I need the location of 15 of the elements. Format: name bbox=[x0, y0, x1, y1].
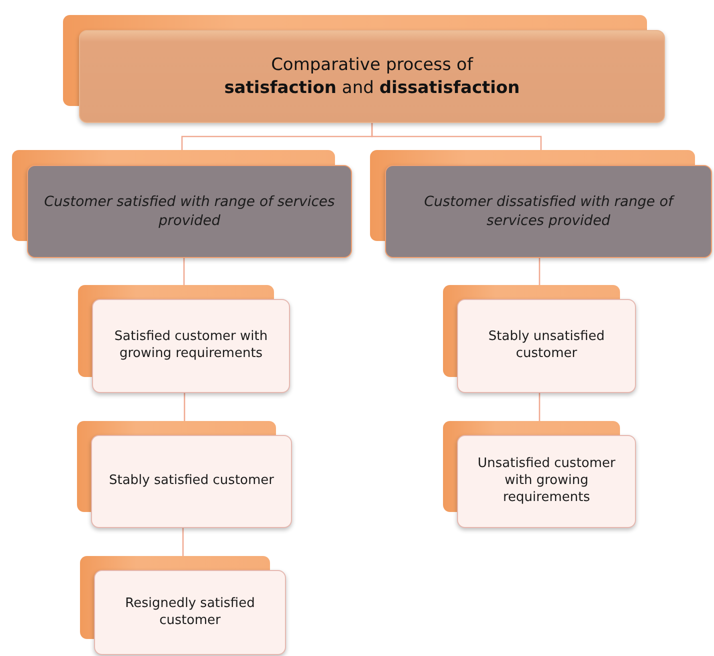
connector-line bbox=[538, 393, 540, 421]
connector-line bbox=[538, 258, 540, 285]
connector-line bbox=[182, 528, 184, 556]
title-text: Comparative process of bbox=[271, 54, 473, 76]
box-label: Customer satisfied with range of services provided bbox=[43, 193, 336, 230]
box-label: Unsatisfied customer with growing requirements bbox=[476, 456, 616, 507]
box-label: Customer dissatisfied with range of services provided bbox=[423, 193, 676, 230]
box-label: Stably satisfied customer bbox=[108, 473, 274, 490]
box-label: Stably unsatisfied customer bbox=[487, 329, 606, 363]
title-text: satisfaction and dissatisfaction bbox=[224, 76, 520, 99]
connector-line bbox=[184, 393, 186, 421]
connector-line bbox=[371, 123, 542, 150]
box-label: Satisfied customer with growing requirements bbox=[113, 329, 269, 363]
connector-line bbox=[183, 258, 185, 285]
box-label: Resignedly satisfied customer bbox=[124, 596, 256, 630]
